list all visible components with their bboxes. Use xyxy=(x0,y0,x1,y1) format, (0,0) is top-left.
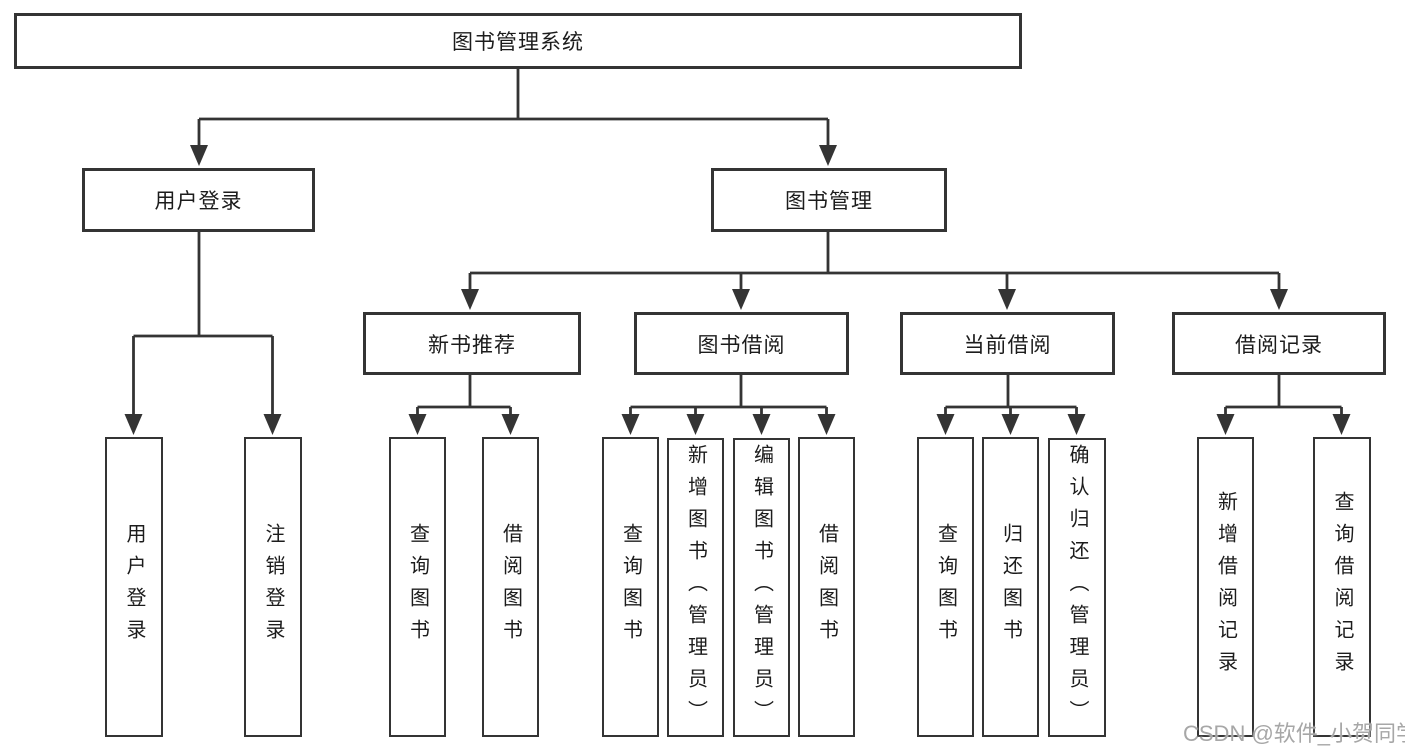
leaf-query-books-recommend: 查询图书 xyxy=(389,437,446,737)
leaf-logout: 注销登录 xyxy=(244,437,302,737)
node-current-borrow: 当前借阅 xyxy=(900,312,1115,375)
leaf-add-book-admin: 新增图书（管理员） xyxy=(667,438,724,737)
node-borrow-records-label: 借阅记录 xyxy=(1235,333,1323,357)
watermark-text: CSDN @软件_小贺同学 xyxy=(1183,721,1405,746)
leaf-borrow-books: 借阅图书 xyxy=(798,437,855,737)
leaf-query-books-borrow: 查询图书 xyxy=(602,437,659,737)
node-user-login: 用户登录 xyxy=(82,168,315,232)
node-borrow-records: 借阅记录 xyxy=(1172,312,1386,375)
node-book-borrow-label: 图书借阅 xyxy=(697,333,786,357)
node-book-management: 图书管理 xyxy=(711,168,947,232)
leaf-confirm-return-admin: 确认归还（管理员） xyxy=(1048,438,1106,737)
node-user-login-label: 用户登录 xyxy=(154,190,243,213)
leaf-add-borrow-record: 新增借阅记录 xyxy=(1197,437,1254,737)
node-book-borrow: 图书借阅 xyxy=(634,312,849,375)
node-current-borrow-label: 当前借阅 xyxy=(963,333,1052,357)
leaf-user-login: 用户登录 xyxy=(105,437,163,737)
node-new-book-recommend: 新书推荐 xyxy=(363,312,581,375)
node-root-label: 图书管理系统 xyxy=(452,31,584,54)
leaf-query-books-current: 查询图书 xyxy=(917,437,974,737)
leaf-borrow-books-recommend: 借阅图书 xyxy=(482,437,539,737)
leaf-edit-book-admin: 编辑图书（管理员） xyxy=(733,438,790,737)
node-new-book-recommend-label: 新书推荐 xyxy=(428,333,516,357)
leaf-query-borrow-record: 查询借阅记录 xyxy=(1313,437,1371,737)
arrowheads xyxy=(124,145,1351,435)
node-root-system: 图书管理系统 xyxy=(14,13,1022,69)
leaf-return-book: 归还图书 xyxy=(982,437,1039,737)
node-book-management-label: 图书管理 xyxy=(785,190,873,213)
